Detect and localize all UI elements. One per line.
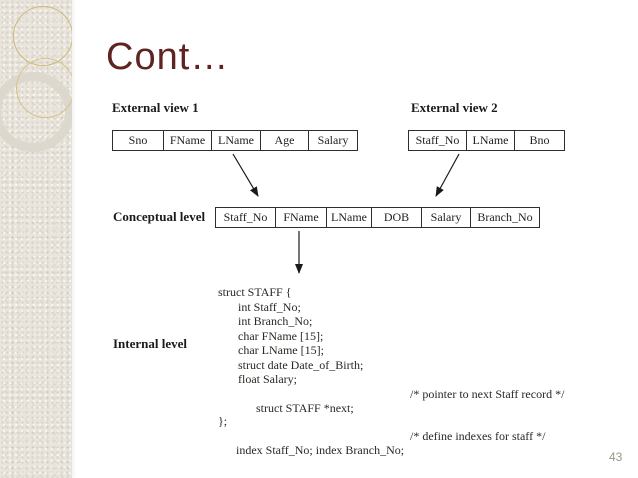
ev2-cell: Staff_No bbox=[415, 133, 460, 147]
slide-title: Cont… bbox=[106, 36, 230, 78]
conceptual-level-label: Conceptual level bbox=[113, 209, 206, 224]
ev1-cell: Sno bbox=[128, 133, 148, 147]
external-view-2-label: External view 2 bbox=[411, 100, 498, 115]
conceptual-cell: DOB bbox=[371, 208, 421, 227]
conceptual-cell: FName bbox=[275, 208, 326, 227]
conceptual-level-table: Staff_No FName LName DOB Salary Branch_N… bbox=[215, 207, 540, 228]
ring-ornament-icon bbox=[13, 6, 72, 66]
conceptual-cell: LName bbox=[326, 208, 371, 227]
ev1-cell: FName bbox=[163, 131, 211, 150]
ev1-cell: Age bbox=[260, 131, 308, 150]
arrow-ev1-to-conceptual bbox=[232, 153, 259, 197]
ev2-cell: Bno bbox=[514, 131, 564, 150]
code-line-text: index Staff_No; index Branch_No; bbox=[236, 443, 405, 457]
code-line: float Salary; bbox=[238, 372, 297, 386]
external-view-1-table: Sno FName LName Age Salary bbox=[112, 130, 358, 151]
code-line: int Staff_No; bbox=[238, 299, 301, 314]
code-line: }; bbox=[218, 414, 228, 428]
ev2-cell: LName bbox=[466, 131, 514, 150]
decorative-sidebar bbox=[0, 0, 72, 478]
code-line: index Staff_No; index Branch_No; /* defi… bbox=[218, 428, 618, 458]
code-line: struct date Date_of_Birth; bbox=[238, 357, 364, 372]
external-view-2-table: Staff_No LName Bno bbox=[408, 130, 565, 151]
internal-level-label: Internal level bbox=[113, 336, 188, 351]
code-line: int Branch_No; bbox=[238, 314, 313, 328]
code-line-text: struct STAFF *next; bbox=[256, 401, 354, 415]
code-line: struct STAFF *next; /* pointer to next S… bbox=[218, 386, 618, 416]
code-blank-line bbox=[218, 401, 618, 414]
internal-level-code: struct STAFF { int Staff_No; int Branch_… bbox=[218, 285, 618, 458]
page-number: 43 bbox=[609, 450, 623, 464]
conceptual-cell: Branch_No bbox=[470, 208, 539, 227]
code-line: char FName [15]; bbox=[238, 328, 324, 343]
code-comment: /* pointer to next Staff record */ bbox=[410, 386, 565, 401]
code-line: char LName [15]; bbox=[238, 343, 324, 357]
ring-ornament-icon bbox=[16, 58, 72, 118]
arrow-ev2-to-conceptual bbox=[435, 153, 460, 197]
code-comment: /* define indexes for staff */ bbox=[410, 428, 546, 443]
external-view-1-label: External view 1 bbox=[112, 100, 199, 115]
ev1-cell: LName bbox=[211, 131, 260, 150]
conceptual-cell: Staff_No bbox=[223, 210, 268, 224]
conceptual-cell: Salary bbox=[421, 208, 470, 227]
ev1-cell: Salary bbox=[308, 131, 357, 150]
code-line: struct STAFF { bbox=[218, 285, 292, 299]
